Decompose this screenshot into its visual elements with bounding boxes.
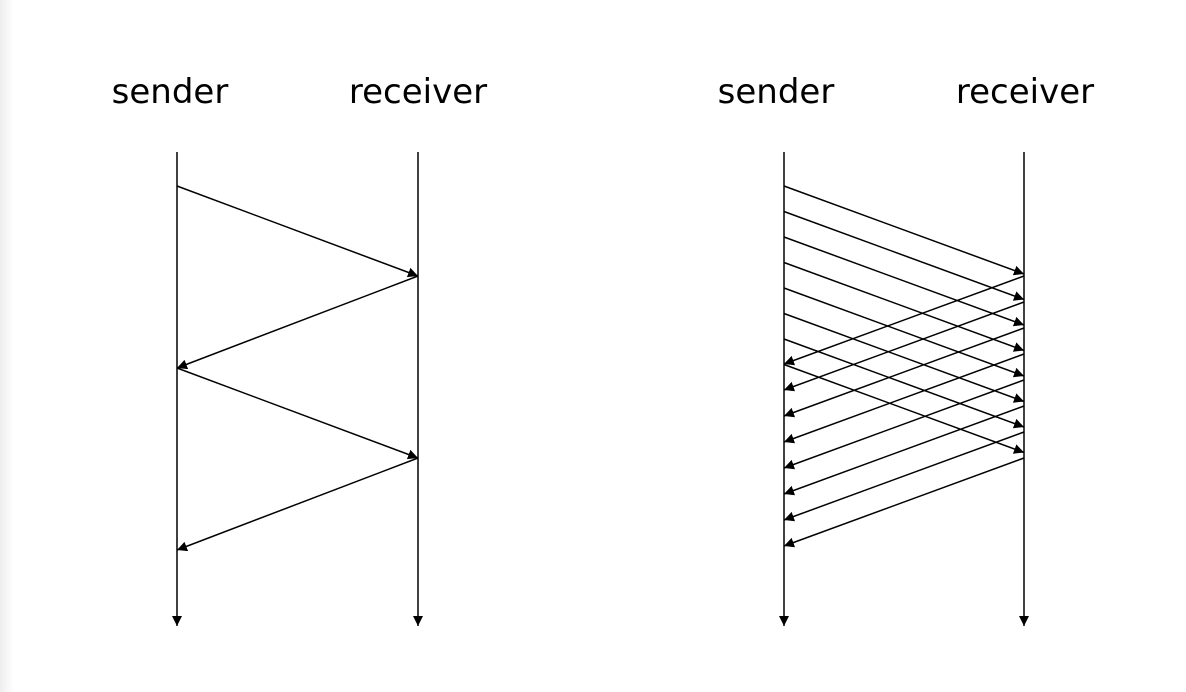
data-arrow: [783, 261, 1025, 352]
data-arrow: [783, 338, 1025, 429]
ack-arrow: [783, 379, 1025, 470]
ack-arrow: [176, 457, 419, 552]
data-arrow: [783, 210, 1025, 301]
sender-label: sender: [718, 72, 835, 112]
data-arrow: [783, 185, 1025, 276]
pipelined-lines: [779, 152, 1029, 626]
data-arrow: [783, 287, 1025, 378]
data-arrow: [783, 312, 1025, 403]
receiver-label: receiver: [349, 72, 487, 112]
ack-arrow: [783, 301, 1025, 392]
data-arrow: [176, 367, 419, 460]
data-arrow: [783, 236, 1025, 327]
diagram-stop-and-wait: sender receiver: [112, 72, 487, 626]
ack-arrow: [783, 457, 1025, 548]
sender-label: sender: [112, 72, 229, 112]
receiver-label: receiver: [956, 72, 1094, 112]
data-arrow: [783, 363, 1025, 454]
left-edge-shadow: [0, 0, 14, 692]
ack-arrow: [783, 275, 1025, 366]
diagram-pipelined: sender receiver: [718, 72, 1094, 626]
ack-arrow: [783, 353, 1025, 444]
ack-arrow: [783, 405, 1025, 496]
ack-arrow: [783, 327, 1025, 418]
ack-arrow: [783, 431, 1025, 522]
ack-arrow: [176, 275, 419, 370]
stop-and-wait-lines: [172, 152, 423, 626]
data-arrow: [176, 185, 419, 278]
